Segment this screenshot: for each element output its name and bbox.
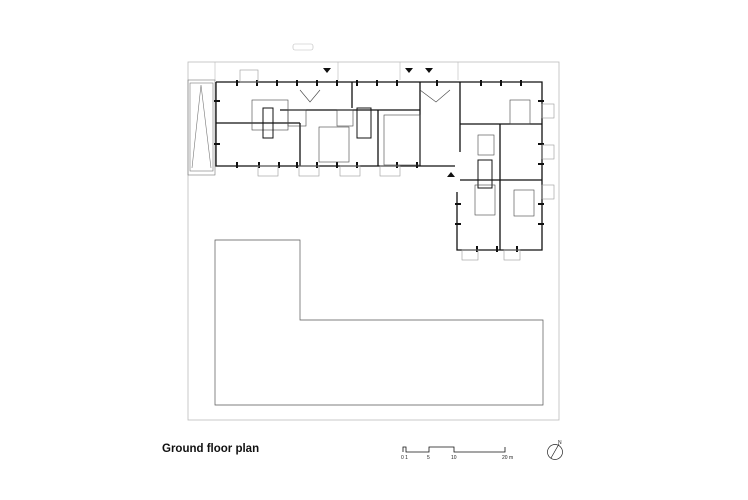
scale-label-10: 10 <box>451 455 457 461</box>
scale-label-0-1: 0 1 <box>401 455 408 461</box>
site-boundary <box>187 61 560 421</box>
ramp <box>187 79 216 176</box>
courtyard-outline <box>214 239 544 406</box>
drawing-title: Ground floor plan <box>162 443 260 455</box>
scale-label-20: 20 m <box>502 455 513 461</box>
car-symbol <box>292 43 314 51</box>
north-arrow-icon: N <box>547 440 563 460</box>
columns <box>214 68 544 252</box>
north-label: N <box>558 440 562 446</box>
scale-bar: 0 1 5 10 20 m <box>401 446 513 461</box>
balconies <box>239 69 555 261</box>
scale-label-5: 5 <box>427 455 430 461</box>
interior-partitions <box>251 89 535 217</box>
